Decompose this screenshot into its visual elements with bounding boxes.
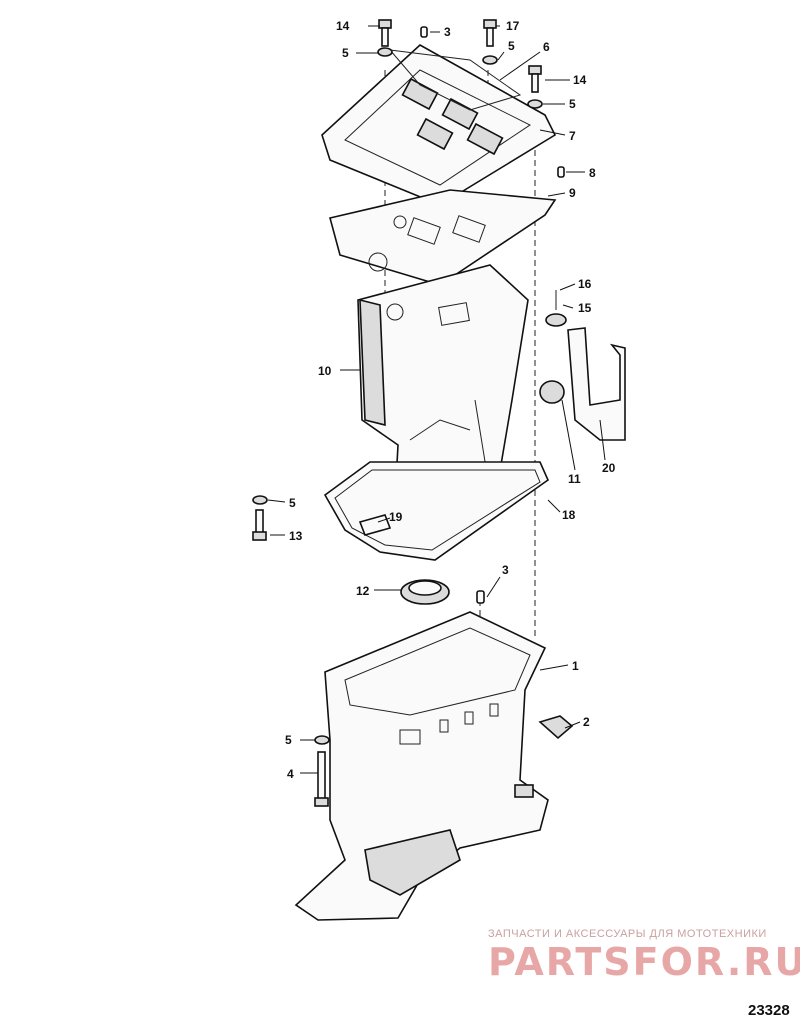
- callout-5: 5: [342, 46, 349, 60]
- callout-13: 13: [289, 529, 303, 543]
- side-gasket: [567, 327, 626, 441]
- callout-1: 1: [572, 659, 579, 673]
- callout-4: 4: [287, 767, 294, 781]
- washer-screw: [545, 290, 567, 327]
- watermark-logo: PARTSFOR.RU: [488, 940, 800, 984]
- callout-20: 20: [602, 461, 616, 475]
- callout-5: 5: [569, 97, 576, 111]
- callout-6: 6: [543, 40, 550, 54]
- callout-8: 8: [589, 166, 596, 180]
- bolt-long: [314, 735, 330, 807]
- callout-labels: 14 5 3 17 5 6 14 5 7 8 9 10 16 15 11 20 …: [285, 19, 616, 781]
- figure-number: 23328: [748, 1002, 790, 1019]
- plug: [539, 380, 565, 404]
- seal: [400, 579, 450, 605]
- watermark-tagline: ЗАПЧАСТИ И АКСЕССУАРЫ ДЛЯ МОТОТЕХНИКИ: [488, 928, 767, 940]
- callout-11: 11: [568, 472, 581, 486]
- callout-14: 14: [573, 73, 587, 87]
- callout-18: 18: [562, 508, 576, 522]
- gasket: [329, 189, 557, 286]
- callout-9: 9: [569, 186, 576, 200]
- callout-17: 17: [506, 19, 520, 33]
- callout-5: 5: [508, 39, 515, 53]
- callout-14: 14: [336, 19, 350, 33]
- cover-plate: [538, 715, 574, 740]
- bolt-short: [252, 495, 268, 541]
- exhaust-plate: [321, 44, 557, 206]
- leader-lines: [267, 25, 606, 774]
- callout-3: 3: [502, 563, 509, 577]
- exhaust-housing: [357, 264, 529, 516]
- callout-2: 2: [583, 715, 590, 729]
- callout-15: 15: [578, 301, 592, 315]
- callout-10: 10: [318, 364, 332, 378]
- callout-5: 5: [285, 733, 292, 747]
- callout-7: 7: [569, 129, 576, 143]
- callout-3: 3: [444, 25, 451, 39]
- seal-ring: [323, 461, 549, 561]
- callout-19: 19: [389, 510, 403, 524]
- driveshaft-housing: [294, 611, 549, 921]
- callout-16: 16: [578, 277, 592, 291]
- callout-12: 12: [356, 584, 370, 598]
- callout-5: 5: [289, 496, 296, 510]
- top-hardware: [377, 19, 565, 604]
